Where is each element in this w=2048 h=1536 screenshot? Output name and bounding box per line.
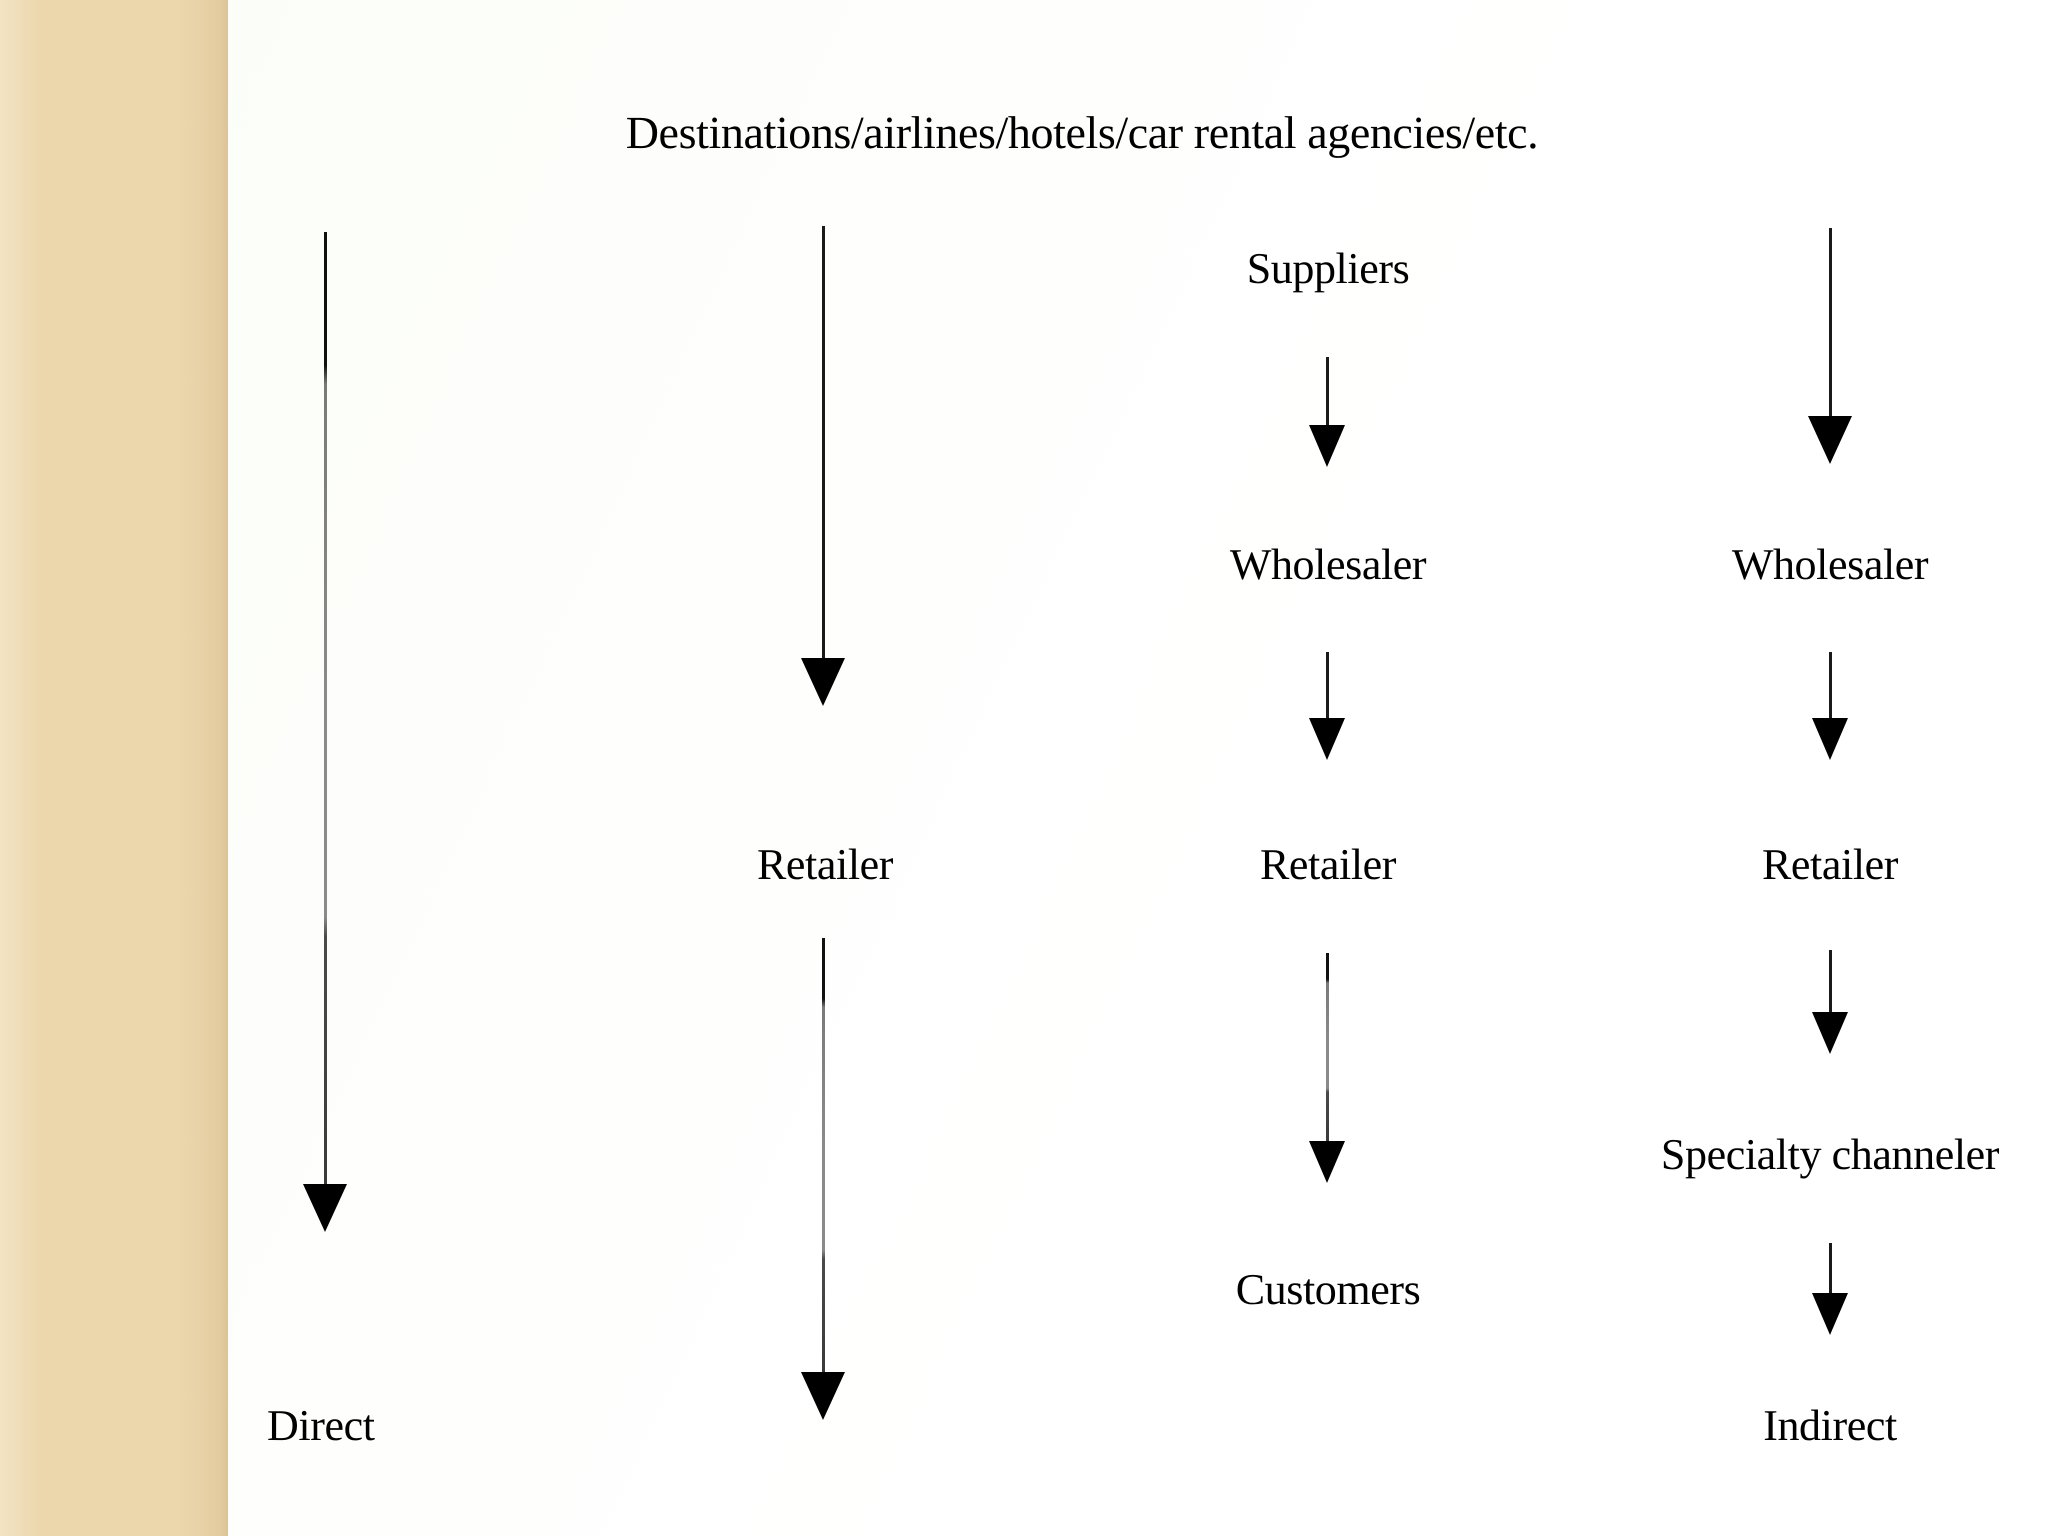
arrow-head-icon bbox=[1812, 1012, 1848, 1054]
arrow-shaft bbox=[1828, 652, 1832, 718]
arrow-supplier-to-wholesaler-column4 bbox=[1808, 228, 1852, 464]
arrow-shaft bbox=[1828, 950, 1832, 1012]
arrow-direct-to-customer bbox=[303, 232, 347, 1232]
node-retailer-column4: Retailer bbox=[1761, 840, 1899, 889]
arrow-head-icon bbox=[1309, 425, 1345, 467]
arrow-shaft bbox=[1325, 652, 1329, 718]
arrow-head-icon bbox=[801, 1372, 845, 1420]
arrow-wholesaler-to-retailer-column4 bbox=[1812, 652, 1848, 760]
node-wholesaler-column4: Wholesaler bbox=[1731, 540, 1929, 589]
arrow-head-icon bbox=[1808, 416, 1852, 464]
node-wholesaler-column3: Wholesaler bbox=[1229, 540, 1427, 589]
column-label-direct: Direct bbox=[267, 1401, 375, 1450]
arrow-head-icon bbox=[801, 658, 845, 706]
arrow-head-icon bbox=[1309, 1141, 1345, 1183]
arrow-head-icon bbox=[303, 1184, 347, 1232]
arrow-shaft bbox=[323, 232, 327, 1184]
arrow-shaft bbox=[1828, 228, 1832, 416]
arrow-suppliers-to-wholesaler-column3 bbox=[1309, 357, 1345, 467]
node-retailer-column2: Retailer bbox=[756, 840, 894, 889]
arrow-head-icon bbox=[1812, 1293, 1848, 1335]
page-title: Destinations/airlines/hotels/car rental … bbox=[625, 107, 1539, 158]
node-retailer-column3: Retailer bbox=[1259, 840, 1397, 889]
node-specialty-channeler-column4: Specialty channeler bbox=[1660, 1130, 2000, 1179]
node-customers-column3: Customers bbox=[1235, 1265, 1421, 1314]
arrow-specialty-channeler-to-customer bbox=[1812, 1243, 1848, 1335]
arrow-shaft bbox=[1325, 357, 1329, 425]
arrow-shaft bbox=[1325, 953, 1329, 1141]
arrow-supplier-to-retailer bbox=[801, 226, 845, 706]
arrow-retailer-to-customers-column3 bbox=[1309, 953, 1345, 1183]
arrow-head-icon bbox=[1812, 718, 1848, 760]
arrow-retailer-to-customer-column2 bbox=[801, 938, 845, 1420]
node-suppliers-column3: Suppliers bbox=[1246, 244, 1410, 293]
column-label-indirect: Indirect bbox=[1763, 1401, 1897, 1450]
arrow-shaft bbox=[821, 938, 825, 1372]
decorative-sidebar-band bbox=[0, 0, 228, 1536]
arrow-shaft bbox=[821, 226, 825, 658]
arrow-shaft bbox=[1828, 1243, 1832, 1293]
arrow-retailer-to-specialty-channeler bbox=[1812, 950, 1848, 1054]
arrow-head-icon bbox=[1309, 718, 1345, 760]
arrow-wholesaler-to-retailer-column3 bbox=[1309, 652, 1345, 760]
